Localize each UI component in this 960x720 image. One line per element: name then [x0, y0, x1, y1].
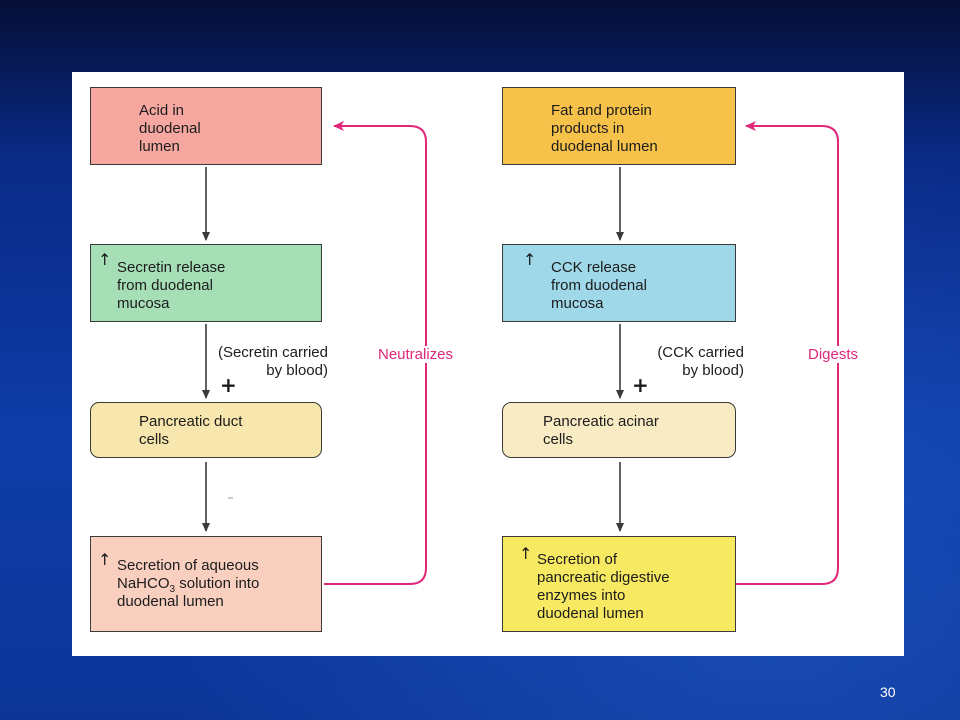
neutralizes-label: Neutralizes — [376, 346, 456, 363]
nahco3-suffix: solution into — [175, 575, 260, 592]
aqueous-box-line-3: duodenal lumen — [117, 593, 224, 610]
aqueous-box-line-1: Secretion of aqueous — [117, 557, 259, 574]
enzyme-box-line-4: duodenal lumen — [537, 605, 644, 622]
left-stimulation-sign: + — [220, 373, 237, 397]
acinar-box-line-1: Pancreatic acinar — [543, 413, 659, 430]
fat-box-line-2: products in — [551, 120, 625, 137]
fat-box-line-3: duodenal lumen — [551, 138, 658, 155]
digests-label: Digests — [806, 346, 861, 363]
acid-box-line-1: Acid in — [139, 102, 185, 119]
cck-box-line-2: from duodenal — [551, 277, 647, 294]
secretin-carried-note: (Secretin carried by blood) — [212, 344, 328, 380]
increase-arrow-icon: ↑ — [523, 250, 537, 269]
nahco3-prefix: NaHCO — [117, 575, 170, 592]
duct-box-line-2: cells — [139, 431, 170, 448]
nahco3-subscript: 3 — [169, 584, 176, 595]
pancreatic-duct-cells-box: Pancreatic duct cells — [90, 402, 322, 458]
cck-note-line-2: by blood) — [682, 362, 744, 379]
increase-arrow-icon: ↑ — [98, 550, 112, 569]
aqueous-box-line-2: NaHCO3 solution into — [117, 575, 321, 595]
cck-note-line-1: (CCK carried — [657, 344, 744, 361]
secretin-box-line-2: from duodenal — [117, 277, 213, 294]
secretin-note-line-2: by blood) — [266, 362, 328, 379]
pancreatic-acinar-cells-box: Pancreatic acinar cells — [502, 402, 736, 458]
cck-carried-note: (CCK carried by blood) — [624, 344, 744, 380]
increase-arrow-icon: ↑ — [519, 544, 533, 563]
increase-arrow-icon: ↑ — [98, 250, 112, 269]
enzyme-box-line-3: enzymes into — [537, 587, 626, 604]
enzyme-box-line-2: pancreatic digestive — [537, 569, 670, 586]
secretin-release-box: ↑ Secretin release from duodenal mucosa — [90, 244, 322, 322]
enzyme-box-line-1: Secretion of — [537, 551, 618, 568]
pancreatic-secretion-figure: Acid in duodenal lumen ↑ Secretin releas… — [72, 72, 904, 656]
slide-page-number: 30 — [880, 684, 896, 700]
right-stimulation-sign: + — [632, 373, 649, 397]
cck-box-line-1: CCK release — [551, 259, 637, 276]
fat-box-line-1: Fat and protein — [551, 102, 652, 119]
secretin-box-line-1: Secretin release — [117, 259, 226, 276]
cck-release-box: ↑ CCK release from duodenal mucosa — [502, 244, 736, 322]
acinar-box-line-2: cells — [543, 431, 574, 448]
acid-box-line-3: lumen — [139, 138, 180, 155]
aqueous-secretion-box: ↑ Secretion of aqueous NaHCO3 solution i… — [90, 536, 322, 632]
secretin-note-line-1: (Secretin carried — [217, 344, 328, 361]
cck-box-line-3: mucosa — [551, 295, 604, 312]
acid-box-line-2: duodenal — [139, 120, 201, 137]
duct-box-line-1: Pancreatic duct — [139, 413, 243, 430]
enzyme-secretion-box: ↑ Secretion of pancreatic digestive enzy… — [502, 536, 736, 632]
acid-in-lumen-box: Acid in duodenal lumen — [90, 87, 322, 165]
fat-protein-products-box: Fat and protein products in duodenal lum… — [502, 87, 736, 165]
secretin-box-line-3: mucosa — [117, 295, 170, 312]
